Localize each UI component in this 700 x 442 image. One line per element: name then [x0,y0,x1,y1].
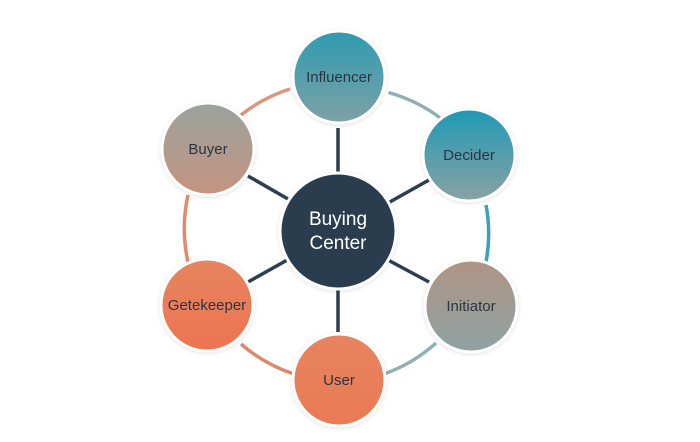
node-buyer-circle [160,101,256,197]
spoke-initiator [387,258,430,284]
node-initiator-label: Initiator [446,298,495,315]
node-buyer: Buyer [160,101,256,197]
center-circle [278,171,398,291]
node-gatekeeper-label: Getekeeper [168,297,246,314]
spoke-gatekeeper [247,257,290,284]
node-influencer-circle [291,29,387,125]
ring-arc-decider-initiator [484,204,491,263]
spokes [247,128,430,332]
ring-arc-buyer-influencer [239,87,291,117]
node-decider-label: Decider [443,147,495,164]
center-label-line1: Buying [309,209,367,230]
ring-arc-user-gatekeeper [239,342,295,376]
node-user-label: User [323,372,355,389]
node-influencer-label: Influencer [306,69,372,86]
spoke-buyer [247,174,289,201]
node-user-circle [291,332,387,428]
node-decider-circle [421,107,517,203]
node-influencer: Influencer [291,29,387,125]
node-buyer-label: Buyer [188,141,227,158]
node-initiator-circle [423,258,519,354]
node-gatekeeper-circle [159,257,255,353]
ring-arc-initiator-user [383,341,438,376]
node-user: User [291,332,387,428]
node-initiator: Initiator [423,258,519,354]
ring-arc-gatekeeper-buyer [182,194,190,263]
center-node: Buying Center [278,171,398,291]
center-label-line2: Center [309,233,367,254]
node-gatekeeper: Getekeeper [159,257,255,353]
node-decider: Decider [421,107,517,203]
spoke-decider [387,178,430,205]
